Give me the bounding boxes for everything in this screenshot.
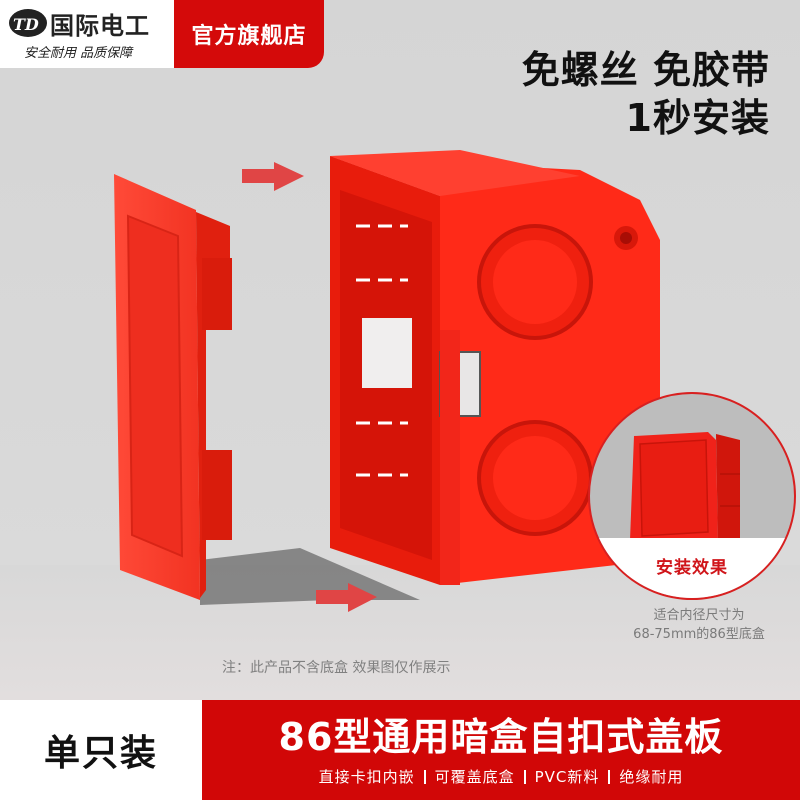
inset-label: 安装效果: [656, 558, 728, 578]
feature-item: 绝缘耐用: [619, 768, 684, 786]
feature-list: 直接卡扣内嵌 可覆盖底盒 PVC新料 绝缘耐用: [202, 766, 800, 787]
cover-plate: [114, 174, 232, 600]
headline-line2: 1秒安装: [625, 96, 770, 140]
junction-box: [330, 150, 660, 585]
separator: [523, 770, 526, 784]
headline: 免螺丝 免胶带 1秒安装: [522, 46, 770, 142]
arrow-right-icon: [242, 162, 377, 612]
feature-item: 直接卡扣内嵌: [318, 768, 415, 786]
product-title: 86型通用暗盒自扣式盖板: [278, 715, 724, 759]
td-logo-icon: TD: [9, 9, 47, 37]
feature-item: PVC新料: [534, 768, 600, 786]
brand-slogan: 安全耐用 品质保障: [24, 46, 133, 61]
feature-item: 可覆盖底盒: [434, 768, 515, 786]
brand-header: TD 国际电工 安全耐用 品质保障: [0, 0, 174, 68]
svg-text:TD: TD: [13, 15, 39, 34]
fit-note-line1: 适合内径尺寸为: [653, 608, 745, 623]
fit-size-note: 适合内径尺寸为 68-75mm的86型底盒: [604, 606, 794, 644]
separator: [423, 770, 426, 784]
installed-box-image: [630, 432, 740, 546]
disclaimer: 注：此产品不含底盒 效果图仅作展示: [222, 660, 451, 676]
separator: [608, 770, 611, 784]
official-store-badge: 官方旗舰店: [174, 0, 324, 68]
product-title-block: 86型通用暗盒自扣式盖板 直接卡扣内嵌 可覆盖底盒 PVC新料 绝缘耐用: [202, 700, 800, 800]
fit-note-line2: 68-75mm的86型底盒: [633, 627, 765, 642]
installed-effect-inset: 安装效果: [588, 392, 796, 600]
headline-line1: 免螺丝 免胶带: [521, 48, 770, 92]
brand-name: 国际电工: [50, 12, 150, 40]
inset-label-bg: [590, 538, 794, 598]
pack-quantity: 单只装: [43, 733, 158, 774]
